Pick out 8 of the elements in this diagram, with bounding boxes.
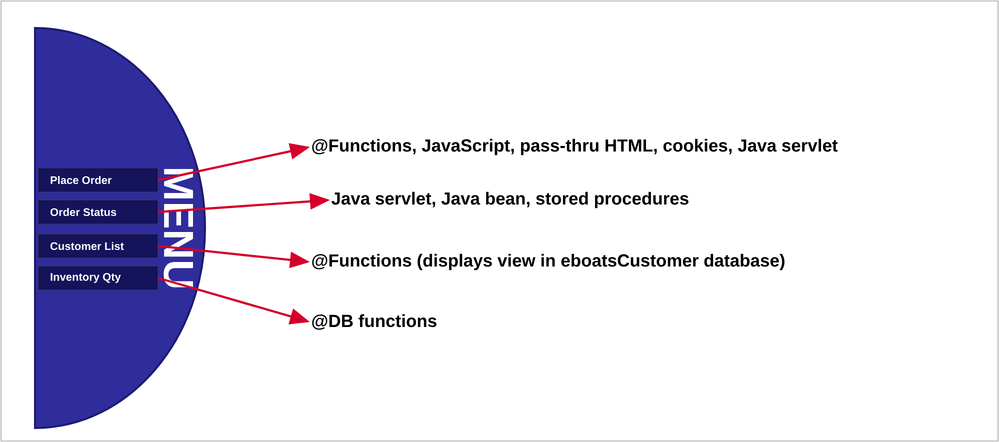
menu-button: Inventory Qty xyxy=(38,266,158,290)
description-text: Java servlet, Java bean, stored procedures xyxy=(331,192,688,208)
description-text: @DB functions xyxy=(312,314,436,330)
menu-button: Order Status xyxy=(38,200,158,224)
menu-button: Place Order xyxy=(38,168,158,192)
menu-button: Customer List xyxy=(38,234,158,258)
description-text: @Functions, JavaScript, pass-thru HTML, cookies, Java servlet xyxy=(312,138,838,156)
description-text: @Functions (displays view in eboatsCustomer database) xyxy=(312,254,784,270)
